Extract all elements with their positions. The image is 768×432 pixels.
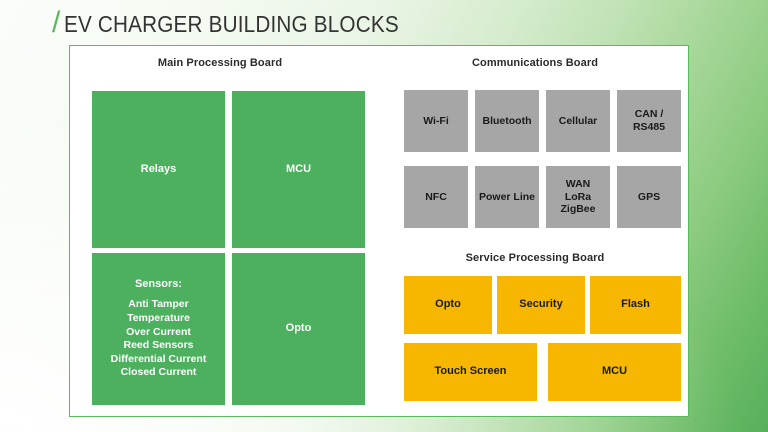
block-power-line[interactable]: Power Line xyxy=(475,166,539,228)
sensor-item: Anti Tamper xyxy=(128,298,189,311)
block-label: CAN / RS485 xyxy=(633,108,665,134)
block-label: Relays xyxy=(140,162,177,175)
block-label: Security xyxy=(519,298,563,311)
sensor-item: Closed Current xyxy=(120,366,197,379)
block-touch-screen[interactable]: Touch Screen xyxy=(404,343,537,401)
block-label-line: ZigBee xyxy=(560,203,596,216)
block-nfc[interactable]: NFC xyxy=(404,166,468,228)
block-label: Cellular xyxy=(558,114,598,127)
block-mcu-main[interactable]: MCU xyxy=(232,91,365,248)
sensor-item: Differential Current xyxy=(110,352,207,365)
block-mcu-service[interactable]: MCU xyxy=(548,343,681,401)
block-label-line: WAN xyxy=(565,177,591,190)
sensor-item: Over Current xyxy=(126,325,191,338)
section-title-communications: Communications Board xyxy=(471,57,599,69)
block-gps[interactable]: GPS xyxy=(617,166,681,228)
block-label-line: LoRa xyxy=(564,190,592,203)
page-title: / EV CHARGER BUILDING BLOCKS xyxy=(52,8,436,40)
block-label: Power Line xyxy=(478,190,535,203)
sensor-item: Temperature xyxy=(127,311,190,324)
block-label: Opto xyxy=(285,322,312,335)
block-opto-main[interactable]: Opto xyxy=(232,253,365,405)
block-label: NFC xyxy=(425,190,447,203)
block-sensors[interactable]: Sensors: Anti Tamper Temperature Over Cu… xyxy=(92,253,225,405)
block-label: Touch Screen xyxy=(434,365,507,378)
block-cellular[interactable]: Cellular xyxy=(546,90,610,152)
sensors-list: Anti Tamper Temperature Over Current Ree… xyxy=(111,298,207,380)
block-label: GPS xyxy=(637,190,661,203)
block-label-line: CAN / xyxy=(634,108,664,121)
block-wifi[interactable]: Wi-Fi xyxy=(404,90,468,152)
block-bluetooth[interactable]: Bluetooth xyxy=(475,90,539,152)
block-security[interactable]: Security xyxy=(497,276,585,334)
block-label: Flash xyxy=(621,298,650,311)
block-label: MCU xyxy=(285,162,312,175)
section-title-service-processing: Service Processing Board xyxy=(465,252,605,264)
block-flash[interactable]: Flash xyxy=(590,276,681,334)
block-relays[interactable]: Relays xyxy=(92,91,225,248)
block-label: MCU xyxy=(601,365,628,378)
block-opto-service[interactable]: Opto xyxy=(404,276,492,334)
block-label: Opto xyxy=(435,298,461,311)
content-panel: Main Processing Board Relays MCU Sensors… xyxy=(69,45,689,417)
sensor-item: Reed Sensors xyxy=(123,339,194,352)
block-can-rs485[interactable]: CAN / RS485 xyxy=(617,90,681,152)
block-wan-lora-zigbee[interactable]: WAN LoRa ZigBee xyxy=(546,166,610,228)
sensors-content: Sensors: Anti Tamper Temperature Over Cu… xyxy=(111,278,207,380)
sensors-heading: Sensors: xyxy=(134,277,183,290)
section-title-main-processing: Main Processing Board xyxy=(157,57,283,69)
block-label-line: RS485 xyxy=(632,121,666,133)
title-slash-icon: / xyxy=(52,6,61,39)
title-text: EV CHARGER BUILDING BLOCKS xyxy=(64,10,400,37)
block-label: Bluetooth xyxy=(482,114,532,127)
block-label: Wi-Fi xyxy=(423,114,449,127)
block-label: WAN LoRa ZigBee xyxy=(560,178,595,216)
